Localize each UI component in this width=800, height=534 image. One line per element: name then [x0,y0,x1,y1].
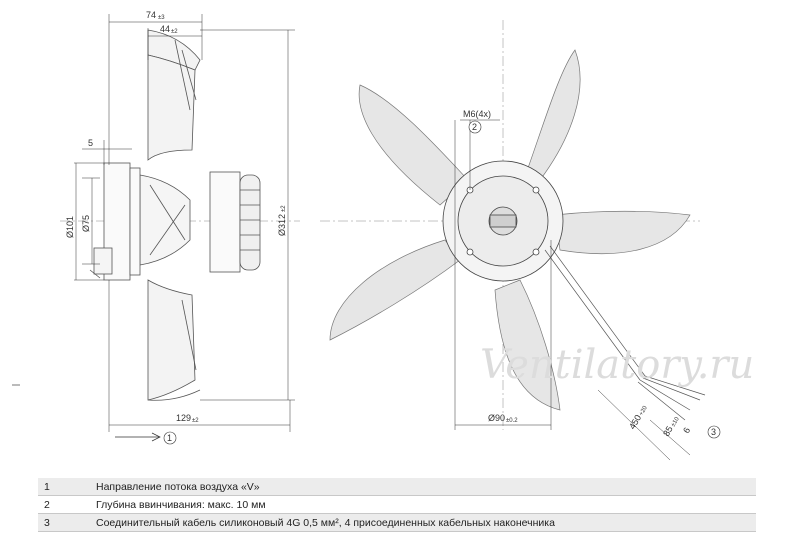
dim-d90-tol: ±0.2 [506,418,518,424]
legend-number: 3 [38,513,90,532]
motor-housing [209,171,241,273]
callout-2: 2 [468,120,482,134]
legend-text: Направление потока воздуха «V» [90,478,756,496]
dim-d75: Ø75 [81,215,91,232]
front-view [320,20,706,461]
legend-table: 1 Направление потока воздуха «V» 2 Глуби… [38,478,756,532]
watermark: Ventilatory.ru [480,342,754,388]
side-blade-middle [139,174,191,266]
side-blade-upper [147,29,201,161]
legend-text: Соединительный кабель силиконовый 4G 0,5… [90,513,756,532]
connection-cable [544,245,706,421]
svg-text:3: 3 [711,427,716,437]
dim-5: 5 [88,138,93,148]
dim-44-tol: ±2 [171,29,178,35]
dim-m6: M6(4x) [463,109,491,119]
legend-row: 1 Направление потока воздуха «V» [38,478,756,496]
legend-text: Глубина ввинчивания: макс. 10 мм [90,495,756,514]
motor-hub [442,160,564,282]
fan-technical-drawing: 74 ±3 44 ±2 5 Ø101 Ø75 Ø312 ±2 129 ±2 1 [12,10,754,461]
dim-d312: Ø312 [277,214,287,236]
side-blade-lower [147,279,201,401]
dim-6: 6 [681,426,692,435]
cable-gland [89,247,113,279]
airflow-arrow [115,432,161,442]
legend-number: 2 [38,495,90,514]
dim-d312-tol: ±2 [281,205,287,212]
callout-3: 3 [707,425,721,439]
cooling-fins [239,174,261,271]
dim-450-tol: +20 [639,405,650,417]
svg-text:1: 1 [167,433,172,443]
dim-d90: Ø90 [488,413,505,423]
dim-74: 74 [146,10,156,20]
dim-44: 44 [160,24,170,34]
dim-74-tol: ±3 [158,15,165,21]
dim-129-tol: ±2 [192,418,199,424]
legend-number: 1 [38,478,90,496]
impeller-blades [329,49,691,411]
side-view [12,14,300,442]
legend-row: 3 Соединительный кабель силиконовый 4G 0… [38,513,756,532]
dim-d101: Ø101 [65,216,75,238]
svg-text:2: 2 [472,122,477,132]
callout-1: 1 [163,431,177,445]
dim-129: 129 [176,413,191,423]
legend-row: 2 Глубина ввинчивания: макс. 10 мм [38,495,756,514]
dim-85: 85 [661,424,675,438]
dim-85-tol: ±10 [671,416,682,428]
